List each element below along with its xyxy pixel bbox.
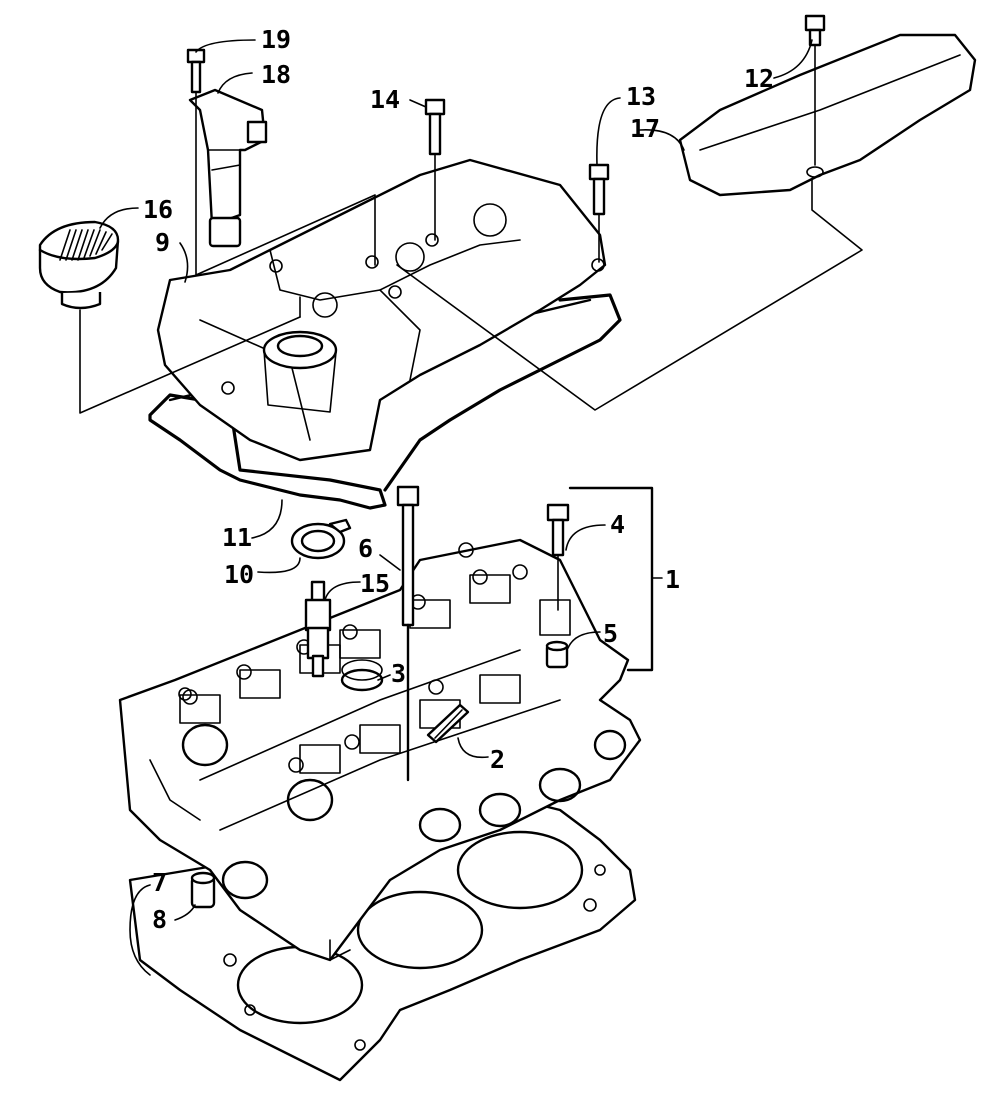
callout-6: 6 — [358, 534, 373, 563]
callout-12: 12 — [744, 64, 774, 93]
leader-lines — [79, 39, 863, 976]
valve-cover — [156, 158, 607, 462]
callout-10: 10 — [224, 560, 254, 589]
seal — [340, 659, 384, 692]
clip — [426, 703, 470, 744]
callout-19: 19 — [261, 25, 291, 54]
dowel-pin — [190, 871, 216, 909]
cover-bolt-13 — [588, 163, 610, 216]
callout-11: 11 — [222, 523, 252, 552]
small-gasket — [290, 518, 352, 560]
spark-plug — [304, 580, 332, 678]
callout-5: 5 — [603, 619, 618, 648]
heat-shield — [678, 33, 977, 197]
shield-bolt — [804, 14, 826, 47]
coil-bolt — [186, 48, 206, 94]
callout-4: 4 — [610, 510, 625, 539]
callout-2: 2 — [490, 745, 505, 774]
callout-14: 14 — [370, 85, 400, 114]
callout-17: 17 — [630, 114, 660, 143]
ignition-coil — [188, 88, 268, 248]
callout-9: 9 — [155, 228, 170, 257]
head-bolt — [396, 485, 420, 782]
callout-13: 13 — [626, 82, 656, 111]
callout-3: 3 — [391, 659, 406, 688]
oil-filler-cap — [38, 220, 120, 310]
callout-15: 15 — [360, 569, 390, 598]
callout-16: 16 — [143, 195, 173, 224]
cam-cap-bolt — [546, 503, 570, 557]
bushing — [545, 640, 569, 669]
cover-bolt-14 — [424, 98, 446, 156]
callout-7: 7 — [152, 868, 167, 897]
callout-labels: 1 2 3 4 5 6 7 8 9 10 11 12 13 14 15 16 1… — [143, 25, 774, 934]
callout-18: 18 — [261, 60, 291, 89]
callout-8: 8 — [152, 905, 167, 934]
callout-1: 1 — [665, 565, 680, 594]
cylinder-head — [118, 538, 642, 962]
